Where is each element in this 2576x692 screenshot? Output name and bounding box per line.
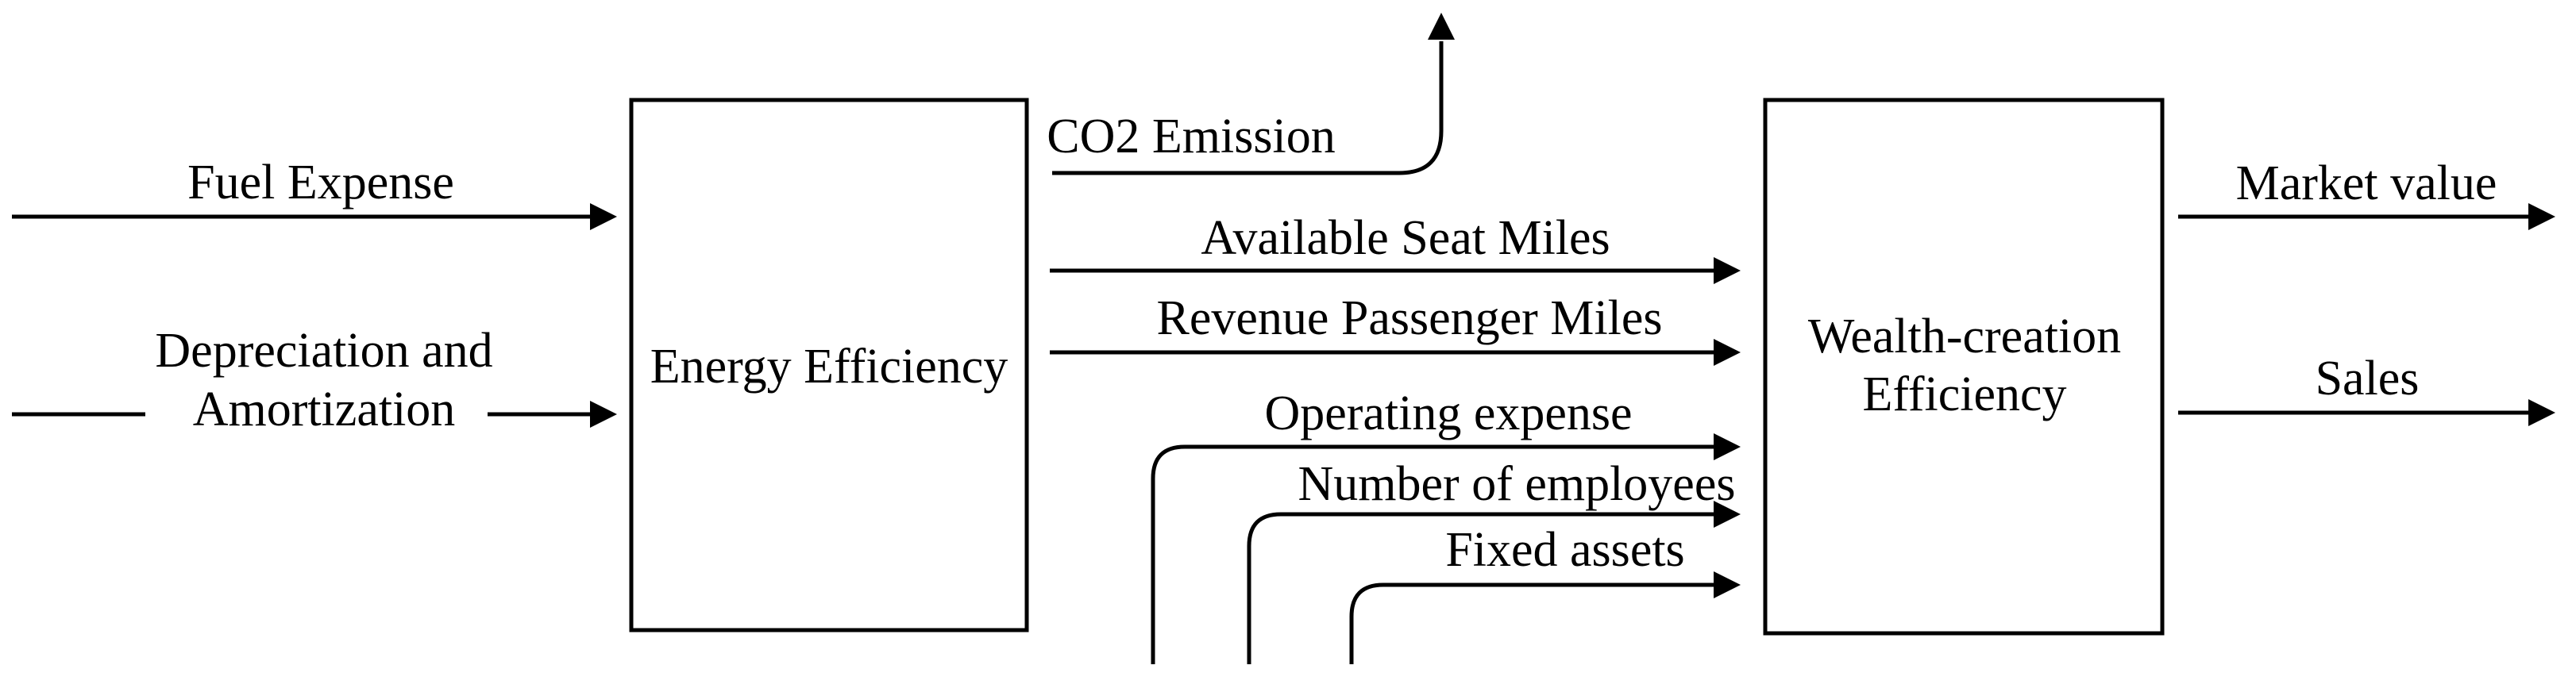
- market-value-label: Market value: [2235, 156, 2497, 210]
- co2-emission-arrow-line: [1052, 41, 1444, 175]
- operating-expense-arrow-line: [1151, 444, 1715, 664]
- energy-efficiency-box-label: Energy Efficiency: [650, 339, 1008, 394]
- number-of-employees-label: Number of employees: [1298, 456, 1736, 511]
- wealth-creation-box-label-line2: Efficiency: [1862, 367, 2067, 421]
- revenue-passenger-miles-arrowhead-icon: [1714, 339, 1741, 366]
- depreciation-label-line2: Amortization: [192, 382, 456, 436]
- wealth-creation-efficiency-box: [1763, 98, 2165, 636]
- available-seat-miles-arrowhead-icon: [1714, 257, 1741, 284]
- fuel-expense-arrowhead-icon: [590, 203, 617, 230]
- depreciation-label-line1: Depreciation and: [155, 323, 493, 378]
- sales-label: Sales: [2315, 351, 2420, 406]
- fixed-assets-arrowhead-icon: [1714, 571, 1741, 598]
- fuel-expense-label: Fuel Expense: [187, 155, 454, 210]
- operating-expense-label: Operating expense: [1264, 386, 1633, 440]
- number-of-employees-arrow-line: [1247, 512, 1715, 664]
- co2-emission-arrowhead-icon: [1428, 13, 1455, 40]
- sales-arrowhead-icon: [2528, 399, 2555, 426]
- market-value-arrowhead-icon: [2528, 203, 2555, 230]
- available-seat-miles-label: Available Seat Miles: [1201, 210, 1610, 265]
- operating-expense-arrowhead-icon: [1714, 433, 1741, 460]
- energy-efficiency-box: [629, 98, 1029, 632]
- number-of-employees-arrowhead-icon: [1714, 501, 1741, 528]
- revenue-passenger-miles-label: Revenue Passenger Miles: [1156, 290, 1663, 345]
- wealth-creation-box-label-line1: Wealth-creation: [1807, 309, 2122, 363]
- co2-emission-label: CO2 Emission: [1047, 109, 1336, 163]
- fixed-assets-arrow-line: [1349, 582, 1715, 664]
- fixed-assets-label: Fixed assets: [1445, 522, 1685, 577]
- depreciation-arrowhead-icon: [590, 401, 617, 428]
